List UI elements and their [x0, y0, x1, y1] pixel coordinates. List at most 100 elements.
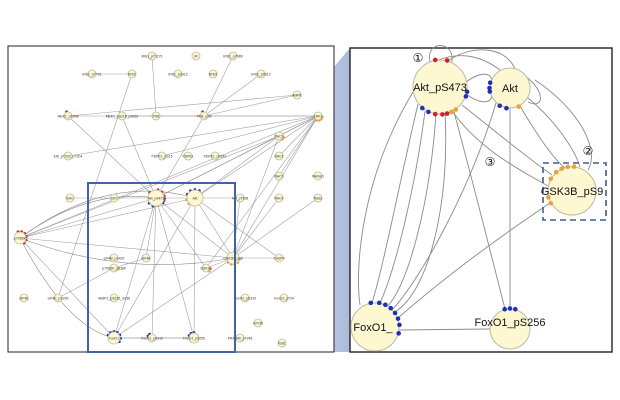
overview-node-circle — [201, 263, 211, 273]
zoom-edge-endpoint-dot — [449, 109, 454, 115]
overview-node: p70S6K — [13, 231, 27, 245]
overview-node: eIF4B — [141, 253, 151, 263]
overview-focus-box — [87, 182, 236, 353]
overview-node-label: FoxO1 — [109, 336, 119, 340]
zoom-edge-endpoint-dot — [392, 310, 398, 316]
overview-node-circle — [256, 69, 266, 79]
overview-edge — [19, 115, 319, 239]
zoom-node-circle — [489, 308, 531, 350]
overview-node-circle — [107, 331, 121, 345]
zoom-edge-endpoint-dot — [432, 57, 438, 63]
overview-edge — [194, 197, 234, 259]
zoom-edge-endpoint-dot — [513, 306, 518, 312]
overview-node-circle — [141, 253, 151, 263]
zoom-node: FoxO1_pS256 — [475, 308, 545, 350]
overview-node-circle — [147, 189, 165, 207]
overview-node-label: IR — [194, 54, 198, 58]
zoom-node: Akt — [489, 67, 531, 109]
overview-node-label: IRS1_pS312 — [168, 72, 187, 76]
overview-node-label: IRS2 — [128, 72, 136, 76]
overview-node-label: PKB_pS9 — [197, 114, 212, 118]
overview-node-label: FoxO1_pT24 — [274, 296, 294, 300]
overview-node: PDPK1_pS241 — [204, 151, 227, 161]
overview-node: FoxO1_pT24 — [274, 293, 294, 303]
overview-node-label: Akt_pT308 — [232, 196, 249, 200]
zoom-node-circle — [412, 59, 468, 115]
overview-node-label: MEK1_pS298 — [58, 114, 79, 118]
zoom-edge-endpoint-dot — [487, 89, 493, 94]
overview-node: SHC — [65, 193, 75, 203]
overview-node-label: FoxO1_pS319 — [234, 296, 256, 300]
overview-node: IR — [191, 51, 201, 61]
overview-node-label: GSK3B_pS9 — [223, 256, 242, 260]
callout-number: ③ — [485, 155, 496, 169]
overview-node: FoxO1_pS319 — [234, 293, 256, 303]
overview-node: IRS1_pY701 — [82, 69, 102, 79]
overview-edge — [155, 115, 205, 199]
overview-node-label: GSK3B — [200, 266, 212, 270]
overview-node-circle — [63, 111, 73, 121]
overview-node-circle — [279, 293, 289, 303]
overview-node-label: RAC2 — [274, 154, 283, 158]
overview-node: IRS2 — [127, 69, 137, 79]
overview-node-label: eIF4B — [141, 256, 151, 260]
overview-node: FoxO1_pS256 — [183, 332, 205, 344]
overview-node-circle — [109, 253, 119, 263]
overview-node-circle — [147, 51, 157, 61]
zoom-node-label: Akt_pS473 — [413, 82, 467, 94]
zoom-edge-endpoint-dot — [487, 85, 492, 91]
zoom-edge-endpoint-dot — [388, 305, 394, 311]
overview-node-circle — [109, 193, 119, 203]
overview-node-circle — [127, 69, 137, 79]
zoom-edge-endpoint-dot — [487, 80, 493, 85]
zoom-edge-endpoint-dot — [546, 195, 551, 200]
overview-node: IRS1_pY989 — [223, 51, 243, 61]
overview-node-label: 4EBP1_pS235_S236 — [98, 296, 130, 300]
overview-node: eIF4B_pS422 — [104, 253, 124, 263]
overview-node-circle — [63, 151, 73, 161]
overview-edge — [57, 267, 115, 299]
zoom-edge — [397, 202, 551, 319]
overview-edge — [278, 115, 319, 137]
overview-node-label: SHC — [66, 196, 74, 200]
overview-node-circle — [274, 253, 284, 263]
zoom-edge-endpoint-dot — [396, 331, 401, 336]
overview-node-label: p70S6K_pT389 — [102, 266, 126, 270]
overview-edge — [151, 197, 157, 339]
overview-edge — [67, 115, 157, 199]
overview-node-label: Akt_pS473 — [148, 196, 165, 200]
overview-edge — [232, 135, 280, 259]
overview-node-circle — [53, 293, 63, 303]
overview-node: Akt — [186, 189, 204, 207]
overview-edge — [113, 197, 196, 339]
zoom-edge-endpoint-dot — [432, 111, 438, 117]
overview-node-circle — [240, 293, 250, 303]
overview-node-circle — [253, 318, 263, 328]
overview-node-circle — [274, 131, 284, 141]
overview-node-label: p70S6K — [14, 236, 27, 240]
overview-edge — [161, 115, 319, 157]
zoom-edge — [391, 102, 497, 311]
overview-node: Rictor — [313, 193, 323, 203]
zoom-edge-endpoint-dot — [383, 302, 388, 308]
overview-node: Akt_pS473 — [147, 189, 165, 207]
zoom-edge-endpoint-dot — [502, 306, 507, 312]
overview-edge — [278, 115, 319, 157]
overview-node-circle — [313, 171, 323, 181]
zoom-edge — [387, 113, 437, 307]
overview-node-circle — [313, 193, 323, 203]
overview-node: 4EBP1_pS235_S236 — [98, 293, 130, 303]
zoom-node: FoxO1_ — [350, 302, 400, 352]
overview-node-label: PDPK1 — [182, 154, 193, 158]
zoom-edge-endpoint-dot — [440, 112, 445, 117]
overview-node-circle — [199, 111, 209, 121]
overview-node-circle — [183, 151, 193, 161]
overview-node-label: CASP9 — [273, 256, 284, 260]
overview-node-circle — [13, 231, 27, 245]
overview-node: RAC2 — [274, 151, 284, 161]
overview-edge — [19, 237, 115, 339]
